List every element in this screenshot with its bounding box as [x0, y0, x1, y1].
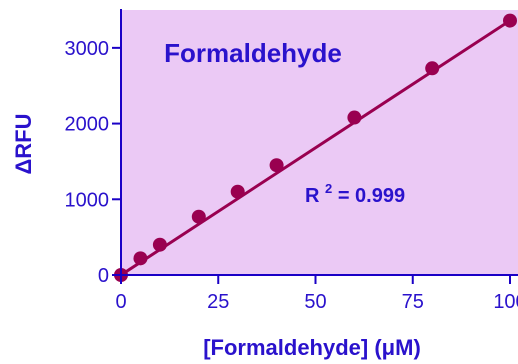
data-point	[191, 209, 206, 224]
r-squared-superscript: 2	[325, 181, 332, 196]
r-squared-prefix: R	[305, 185, 320, 207]
y-ticks: 0 1000 2000 3000	[65, 38, 121, 287]
y-axis-label: ΔRFU	[11, 113, 36, 174]
y-tick-label: 0	[98, 265, 109, 287]
x-tick-label: 50	[304, 291, 326, 313]
fit-layer	[119, 19, 512, 277]
r-squared-value: = 0.999	[338, 185, 405, 207]
r-squared-annotation: R 2 = 0.999	[305, 176, 405, 207]
data-point	[230, 184, 245, 199]
data-point	[269, 158, 284, 173]
y-tick-label: 1000	[65, 189, 110, 211]
x-ticks: 0 25 50 75 100	[115, 275, 518, 313]
x-tick-label: 100	[493, 291, 518, 313]
data-point	[425, 61, 440, 76]
chart-title: Formaldehyde	[164, 38, 342, 68]
data-point	[133, 251, 148, 266]
x-tick-label: 25	[207, 291, 229, 313]
x-tick-label: 75	[402, 291, 424, 313]
data-point	[347, 110, 362, 125]
x-tick-label: 0	[115, 291, 126, 313]
point-layer	[114, 13, 517, 282]
data-point	[503, 13, 517, 28]
y-tick-label: 3000	[65, 38, 110, 60]
data-point	[152, 237, 167, 252]
fit-line	[119, 19, 512, 277]
y-tick-label: 2000	[65, 114, 110, 136]
x-axis-label: [Formaldehyde] (μM)	[203, 335, 421, 360]
